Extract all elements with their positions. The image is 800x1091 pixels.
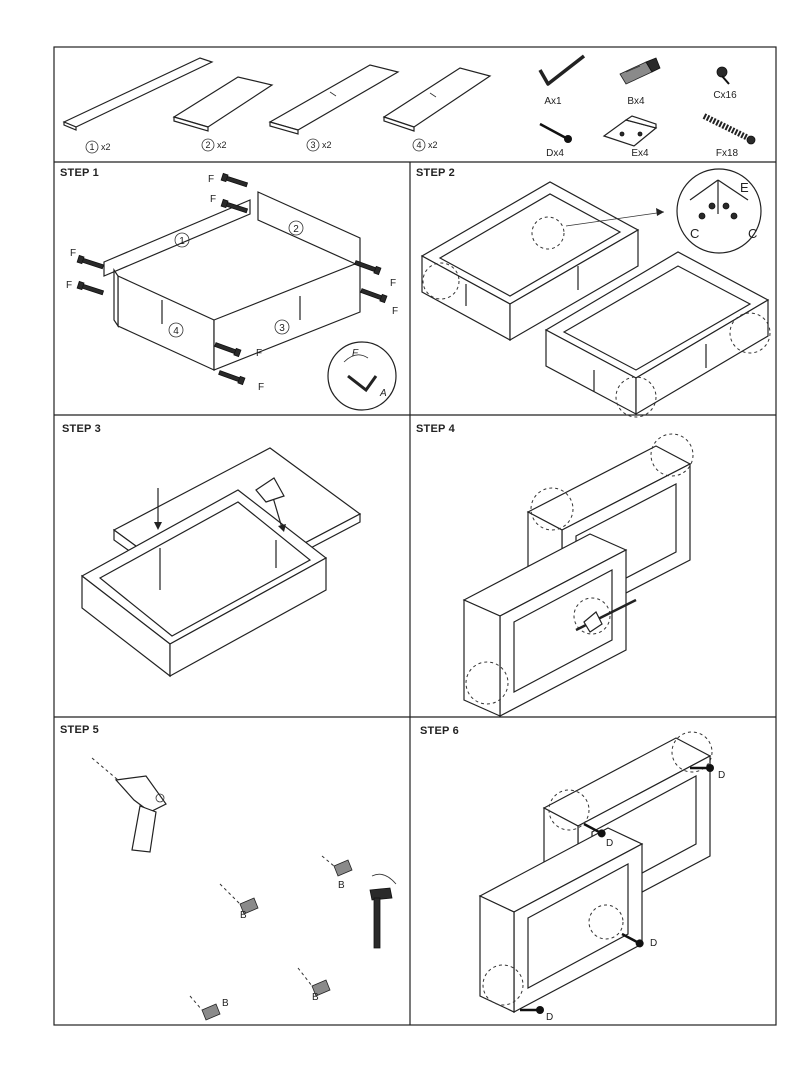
board-4: 4 x2 (382, 67, 492, 152)
drill-icon (91, 757, 167, 853)
box-frame (80, 489, 328, 678)
bolt-label: F (208, 174, 214, 185)
part-qty: x2 (428, 140, 438, 150)
bolt-label: F (390, 278, 396, 289)
cam-bolt-icon (702, 113, 756, 145)
panel-4 (117, 275, 215, 371)
box-frame (420, 181, 640, 342)
key-label: A (379, 388, 387, 399)
parts-list: 1 x2 2 x2 3 x2 4 x2 (62, 54, 756, 159)
bolt-label: F (210, 194, 216, 205)
step-label: STEP 6 (420, 725, 459, 737)
panel-1 (103, 199, 251, 277)
part-qty: x2 (217, 140, 227, 150)
step-3: STEP 3 (62, 423, 362, 678)
bolt-label: F (256, 348, 262, 359)
wall-plug-icon (619, 57, 661, 85)
detail-label: E (740, 180, 749, 195)
corner-bracket-icon (583, 611, 603, 633)
bolt-label: F (70, 248, 76, 259)
hardware-code: Cx16 (713, 90, 737, 101)
board-1: 1 x2 (62, 57, 214, 154)
hardware-code: Fx18 (716, 148, 739, 159)
part-number: 2 (205, 140, 210, 150)
corner-bracket-icon (602, 115, 658, 147)
step-6: STEP 6 D D D D (420, 725, 725, 1023)
shelf-box (462, 533, 628, 717)
board-3: 3 x2 (268, 64, 400, 152)
part-number-circle (85, 140, 99, 154)
step-4: STEP 4 (416, 423, 694, 717)
outer-frame (53, 46, 777, 1026)
hardware-code: Bx4 (627, 96, 645, 107)
plug-label: B (338, 880, 345, 891)
small-screw-icon (698, 202, 738, 220)
bolt-label: F (66, 280, 72, 291)
box-frame (544, 251, 770, 416)
hardware-code: Ax1 (544, 96, 562, 107)
screw-label: D (606, 838, 613, 849)
plug-label: B (240, 910, 247, 921)
part-number: 1 (89, 142, 94, 152)
part-qty: x2 (101, 142, 111, 152)
step-label: STEP 4 (416, 423, 456, 435)
hammer-icon (369, 873, 397, 949)
board-2: 2 x2 (172, 76, 274, 152)
screw-label: D (718, 770, 725, 781)
step-label: STEP 2 (416, 167, 455, 179)
detail-label: C (690, 226, 699, 241)
part-number-circle (306, 138, 320, 152)
step-1: STEP 1 1 2 3 4 F F F (60, 167, 398, 411)
plug-label: B (312, 992, 319, 1003)
plug-label: B (222, 998, 229, 1009)
panel-3 (213, 261, 361, 371)
part-number: 3 (310, 140, 315, 150)
bolt-label: F (392, 306, 398, 317)
part-number-circle (201, 138, 215, 152)
screw-label: D (546, 1012, 553, 1023)
panel-2 (257, 191, 361, 267)
part-number-circle (412, 138, 426, 152)
hardware-code: Ex4 (631, 148, 649, 159)
detail-circle (676, 168, 762, 254)
part-qty: x2 (322, 140, 332, 150)
part-number: 4 (416, 140, 421, 150)
detail-label: C (748, 226, 757, 241)
panel-number: 2 (293, 224, 299, 235)
screw-icon (539, 122, 572, 143)
step-label: STEP 3 (62, 423, 101, 435)
panel-number: 4 (173, 326, 179, 337)
sheet-grid (53, 46, 777, 1026)
detail-circle (327, 341, 397, 411)
step-label: STEP 1 (60, 167, 99, 179)
panel-number: 1 (179, 236, 185, 247)
allen-key-icon (538, 54, 586, 86)
step-5: STEP 5 B B B B (60, 724, 397, 1021)
screw-label: D (650, 938, 657, 949)
small-screw-icon (716, 66, 730, 85)
step-2: STEP 2 (416, 167, 771, 418)
allen-key-icon (347, 374, 378, 393)
step-label: STEP 5 (60, 724, 99, 736)
corner-bracket-icon (255, 477, 285, 503)
shelf-box (478, 827, 644, 1013)
wall-plug-icon (201, 859, 353, 1021)
hardware-code: Dx4 (546, 148, 564, 159)
bolt-label: F (352, 348, 359, 359)
panel-number: 3 (279, 323, 285, 334)
bolt-label: F (258, 382, 264, 393)
